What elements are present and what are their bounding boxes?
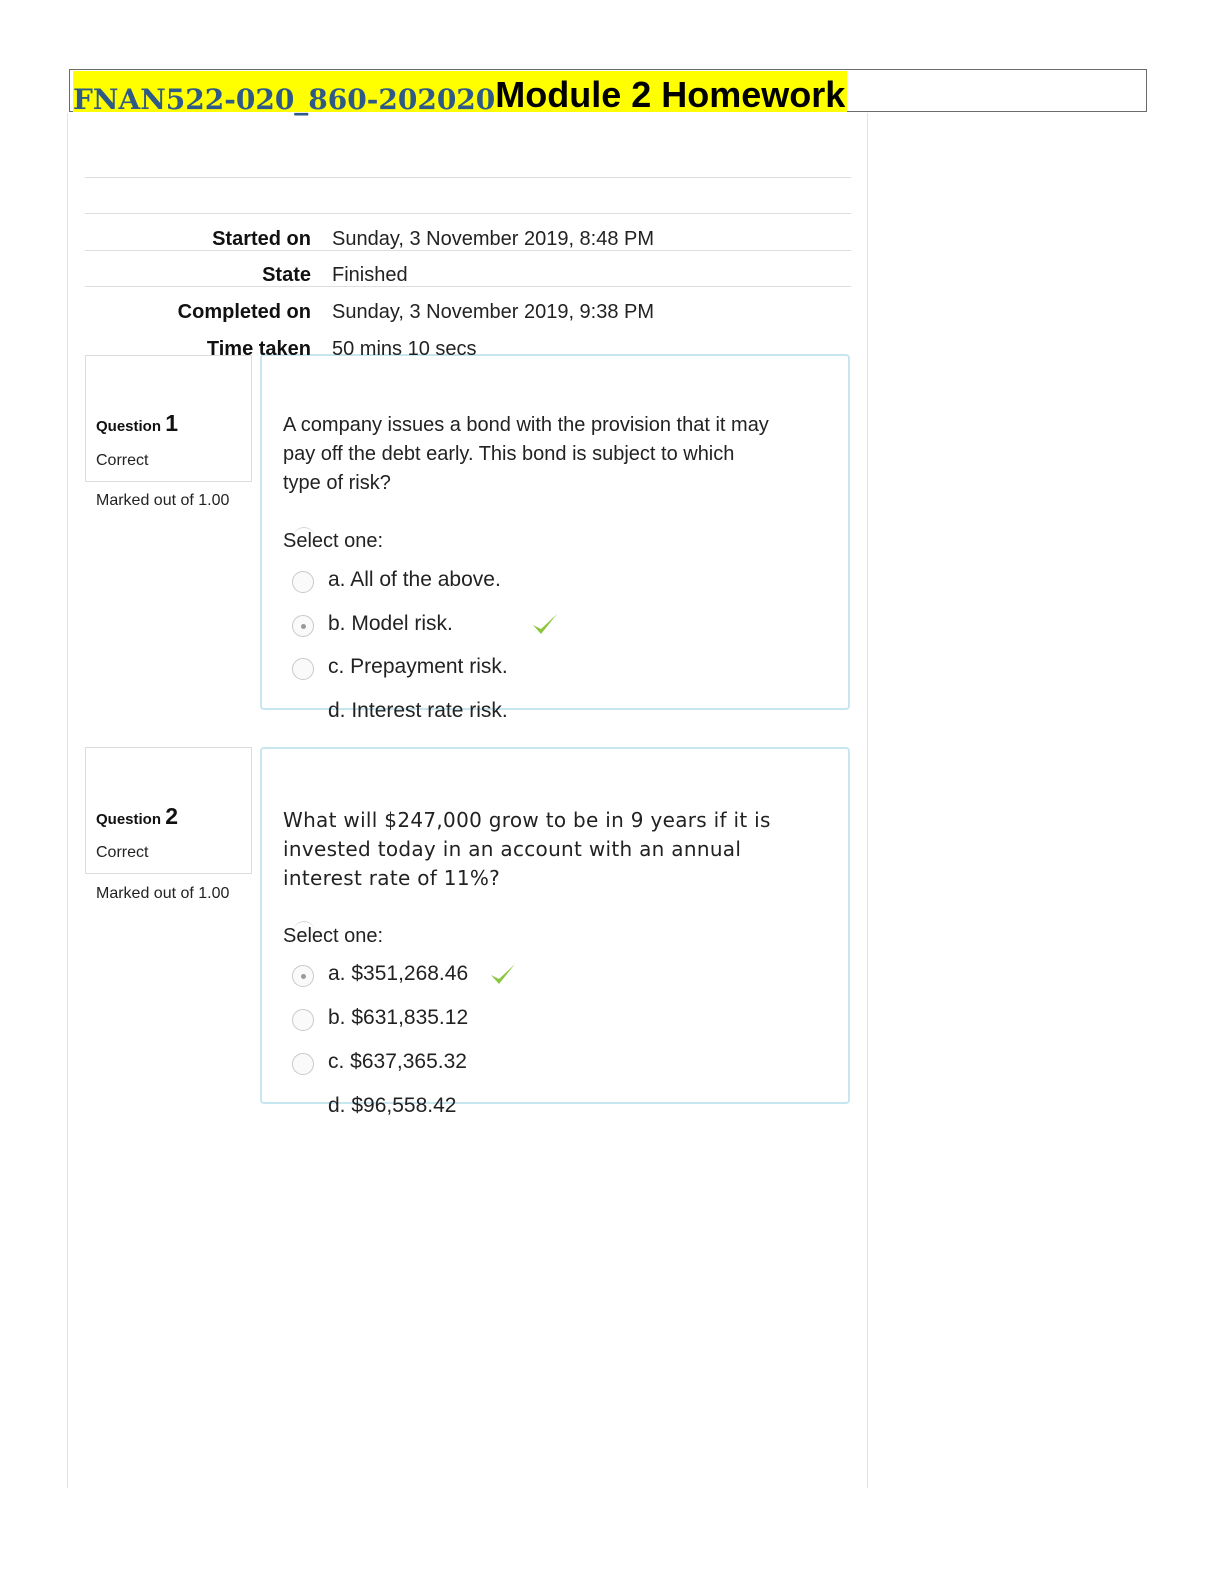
question-2-option-a-radio[interactable] bbox=[292, 965, 314, 987]
question-1-mark: Marked out of 1.00 bbox=[96, 492, 230, 509]
question-1-info-box bbox=[85, 355, 252, 482]
radio-stub bbox=[293, 921, 315, 943]
question-2-label: Question 2 bbox=[96, 803, 178, 829]
radio-stub bbox=[293, 527, 315, 549]
question-1-number: 1 bbox=[165, 410, 178, 436]
question-2-state: Correct bbox=[96, 844, 149, 861]
page-border-left bbox=[67, 113, 68, 1488]
question-2-mark: Marked out of 1.00 bbox=[96, 885, 230, 902]
question-1-content-box bbox=[260, 354, 850, 710]
question-2-option-a[interactable]: a. $351,268.46 bbox=[328, 962, 469, 985]
question-2-option-b-radio[interactable] bbox=[292, 1009, 314, 1031]
question-1-option-c[interactable]: c. Prepayment risk. bbox=[328, 655, 508, 678]
time-taken-label: Time taken bbox=[206, 338, 311, 360]
question-2-text: What will $247,000 grow to be in 9 years… bbox=[283, 808, 771, 890]
completed-on-value: Sunday, 3 November 2019, 9:38 PM bbox=[332, 301, 655, 323]
check-mark-icon bbox=[533, 614, 557, 634]
divider bbox=[85, 250, 851, 251]
question-2-option-b[interactable]: b. $631,835.12 bbox=[328, 1006, 469, 1029]
question-1-select-one: Select one: bbox=[283, 530, 384, 552]
divider bbox=[85, 213, 851, 214]
question-1-option-d[interactable]: d. Interest rate risk. bbox=[328, 699, 508, 722]
question-1-state: Correct bbox=[96, 452, 149, 469]
module-title: Module 2 Homework bbox=[495, 74, 846, 115]
divider bbox=[85, 177, 851, 178]
completed-on-label: Completed on bbox=[177, 301, 311, 323]
course-code: FNAN522-020_860-202020 bbox=[73, 83, 496, 116]
question-1-label: Question 1 bbox=[96, 410, 178, 436]
question-1-option-a[interactable]: a. All of the above. bbox=[328, 568, 501, 591]
divider bbox=[85, 286, 851, 287]
question-1-option-b-radio[interactable] bbox=[292, 615, 314, 637]
question-1-text: A company issues a bond with the provisi… bbox=[283, 414, 769, 494]
started-on-label: Started on bbox=[212, 228, 311, 250]
time-taken-value: 50 mins 10 secs bbox=[332, 338, 477, 360]
question-1-option-c-radio[interactable] bbox=[292, 658, 314, 680]
started-on-value: Sunday, 3 November 2019, 8:48 PM bbox=[332, 228, 655, 250]
page-border-right bbox=[867, 113, 868, 1488]
state-value: Finished bbox=[332, 264, 408, 286]
question-2-content-box bbox=[260, 747, 850, 1104]
title-box: FNAN522-020_860-202020Module 2 Homework bbox=[69, 69, 1147, 116]
question-2-option-d[interactable]: d. $96,558.42 bbox=[328, 1094, 457, 1117]
question-2-number: 2 bbox=[165, 803, 178, 829]
question-2-select-one: Select one: bbox=[283, 925, 384, 947]
title-highlight: FNAN522-020_860-202020Module 2 Homework bbox=[73, 71, 848, 116]
question-2-option-c[interactable]: c. $637,365.32 bbox=[328, 1050, 467, 1073]
question-2-info-box bbox=[85, 747, 252, 874]
state-label: State bbox=[262, 264, 311, 286]
question-1-option-b[interactable]: b. Model risk. bbox=[328, 612, 453, 635]
question-1-option-a-radio[interactable] bbox=[292, 571, 314, 593]
check-mark-icon bbox=[491, 964, 515, 984]
question-2-option-c-radio[interactable] bbox=[292, 1053, 314, 1075]
